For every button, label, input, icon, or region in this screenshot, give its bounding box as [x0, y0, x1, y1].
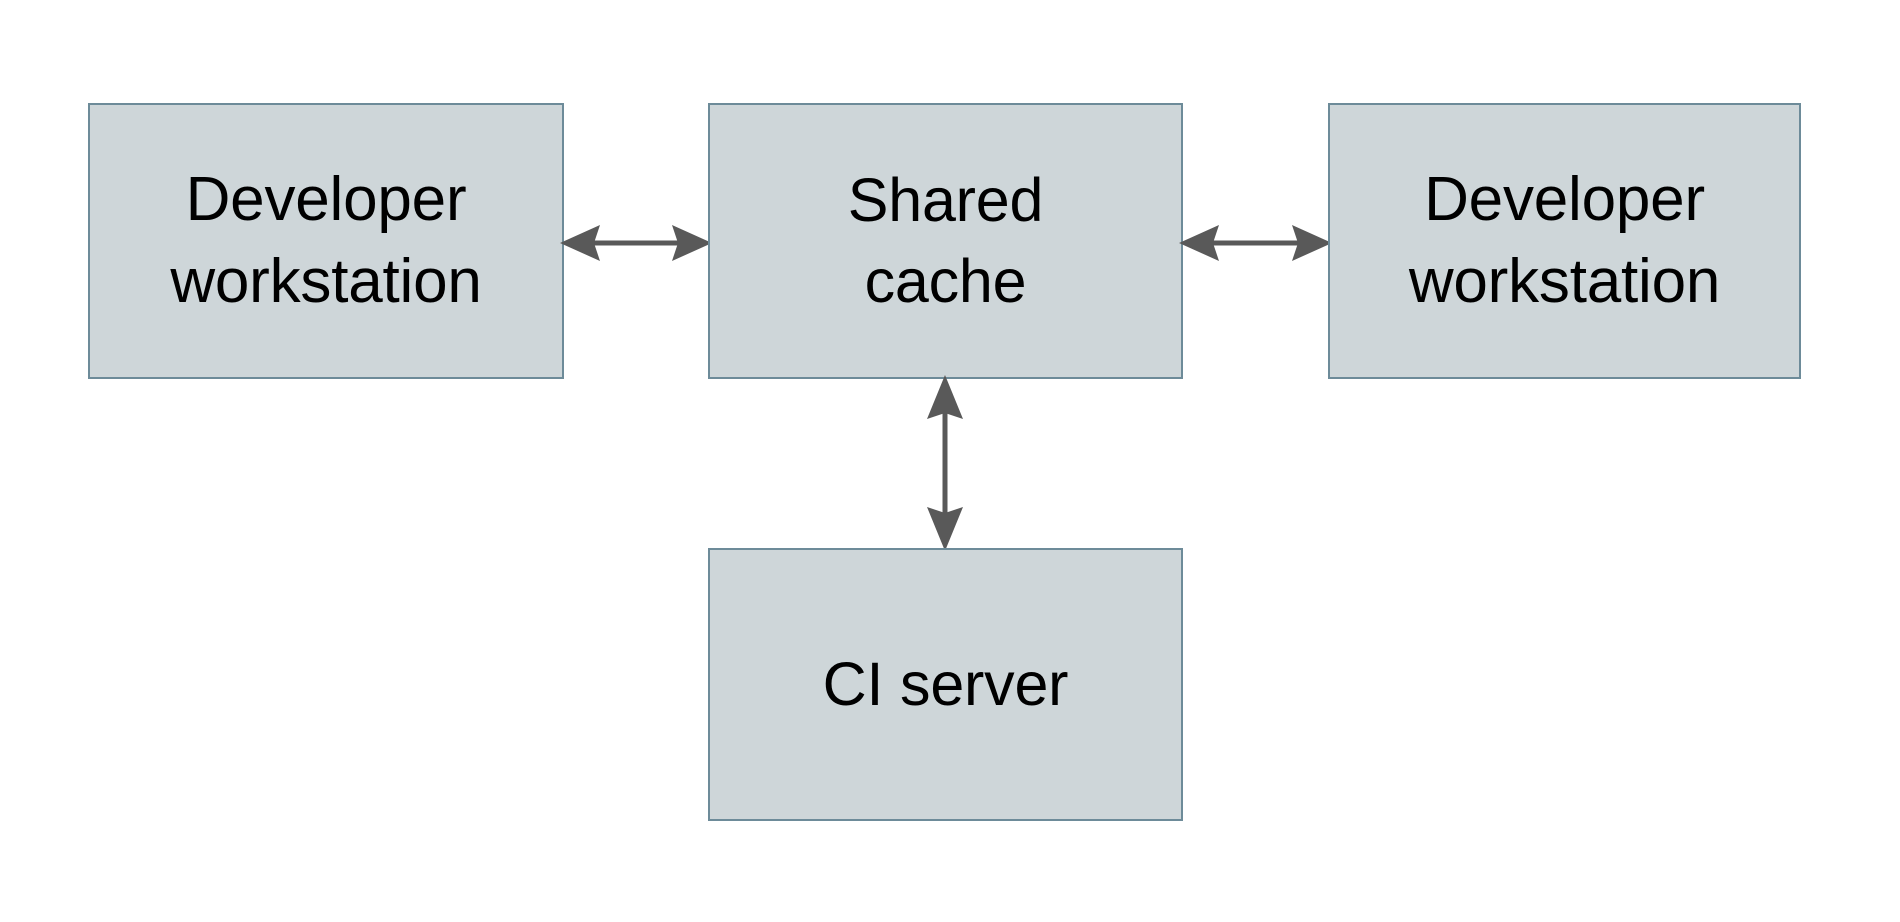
- connector-dev-left-to-shared-cache: [560, 225, 712, 261]
- arrowhead-left-icon: [1179, 225, 1219, 261]
- node-developer-workstation-right[interactable]: Developer workstation: [1328, 103, 1801, 379]
- node-label: CI server: [822, 650, 1069, 719]
- connector-shared-cache-to-dev-right: [1179, 225, 1332, 261]
- arrowhead-right-icon: [1292, 225, 1332, 261]
- node-label: Shared cache: [847, 166, 1044, 315]
- arrowhead-down-icon: [927, 507, 963, 551]
- node-shared-cache[interactable]: Shared cache: [708, 103, 1183, 379]
- node-label: Developer workstation: [1408, 165, 1721, 316]
- arrow-shaft: [584, 240, 688, 246]
- arrowhead-left-icon: [560, 225, 600, 261]
- arrowhead-right-icon: [672, 225, 712, 261]
- node-ci-server[interactable]: CI server: [708, 548, 1183, 821]
- connector-shared-cache-to-ci-server: [927, 375, 963, 551]
- arrowhead-up-icon: [927, 375, 963, 419]
- node-label: Developer workstation: [170, 165, 482, 316]
- arrow-shaft: [1203, 240, 1308, 246]
- arrow-shaft: [942, 403, 948, 523]
- node-developer-workstation-left[interactable]: Developer workstation: [88, 103, 564, 379]
